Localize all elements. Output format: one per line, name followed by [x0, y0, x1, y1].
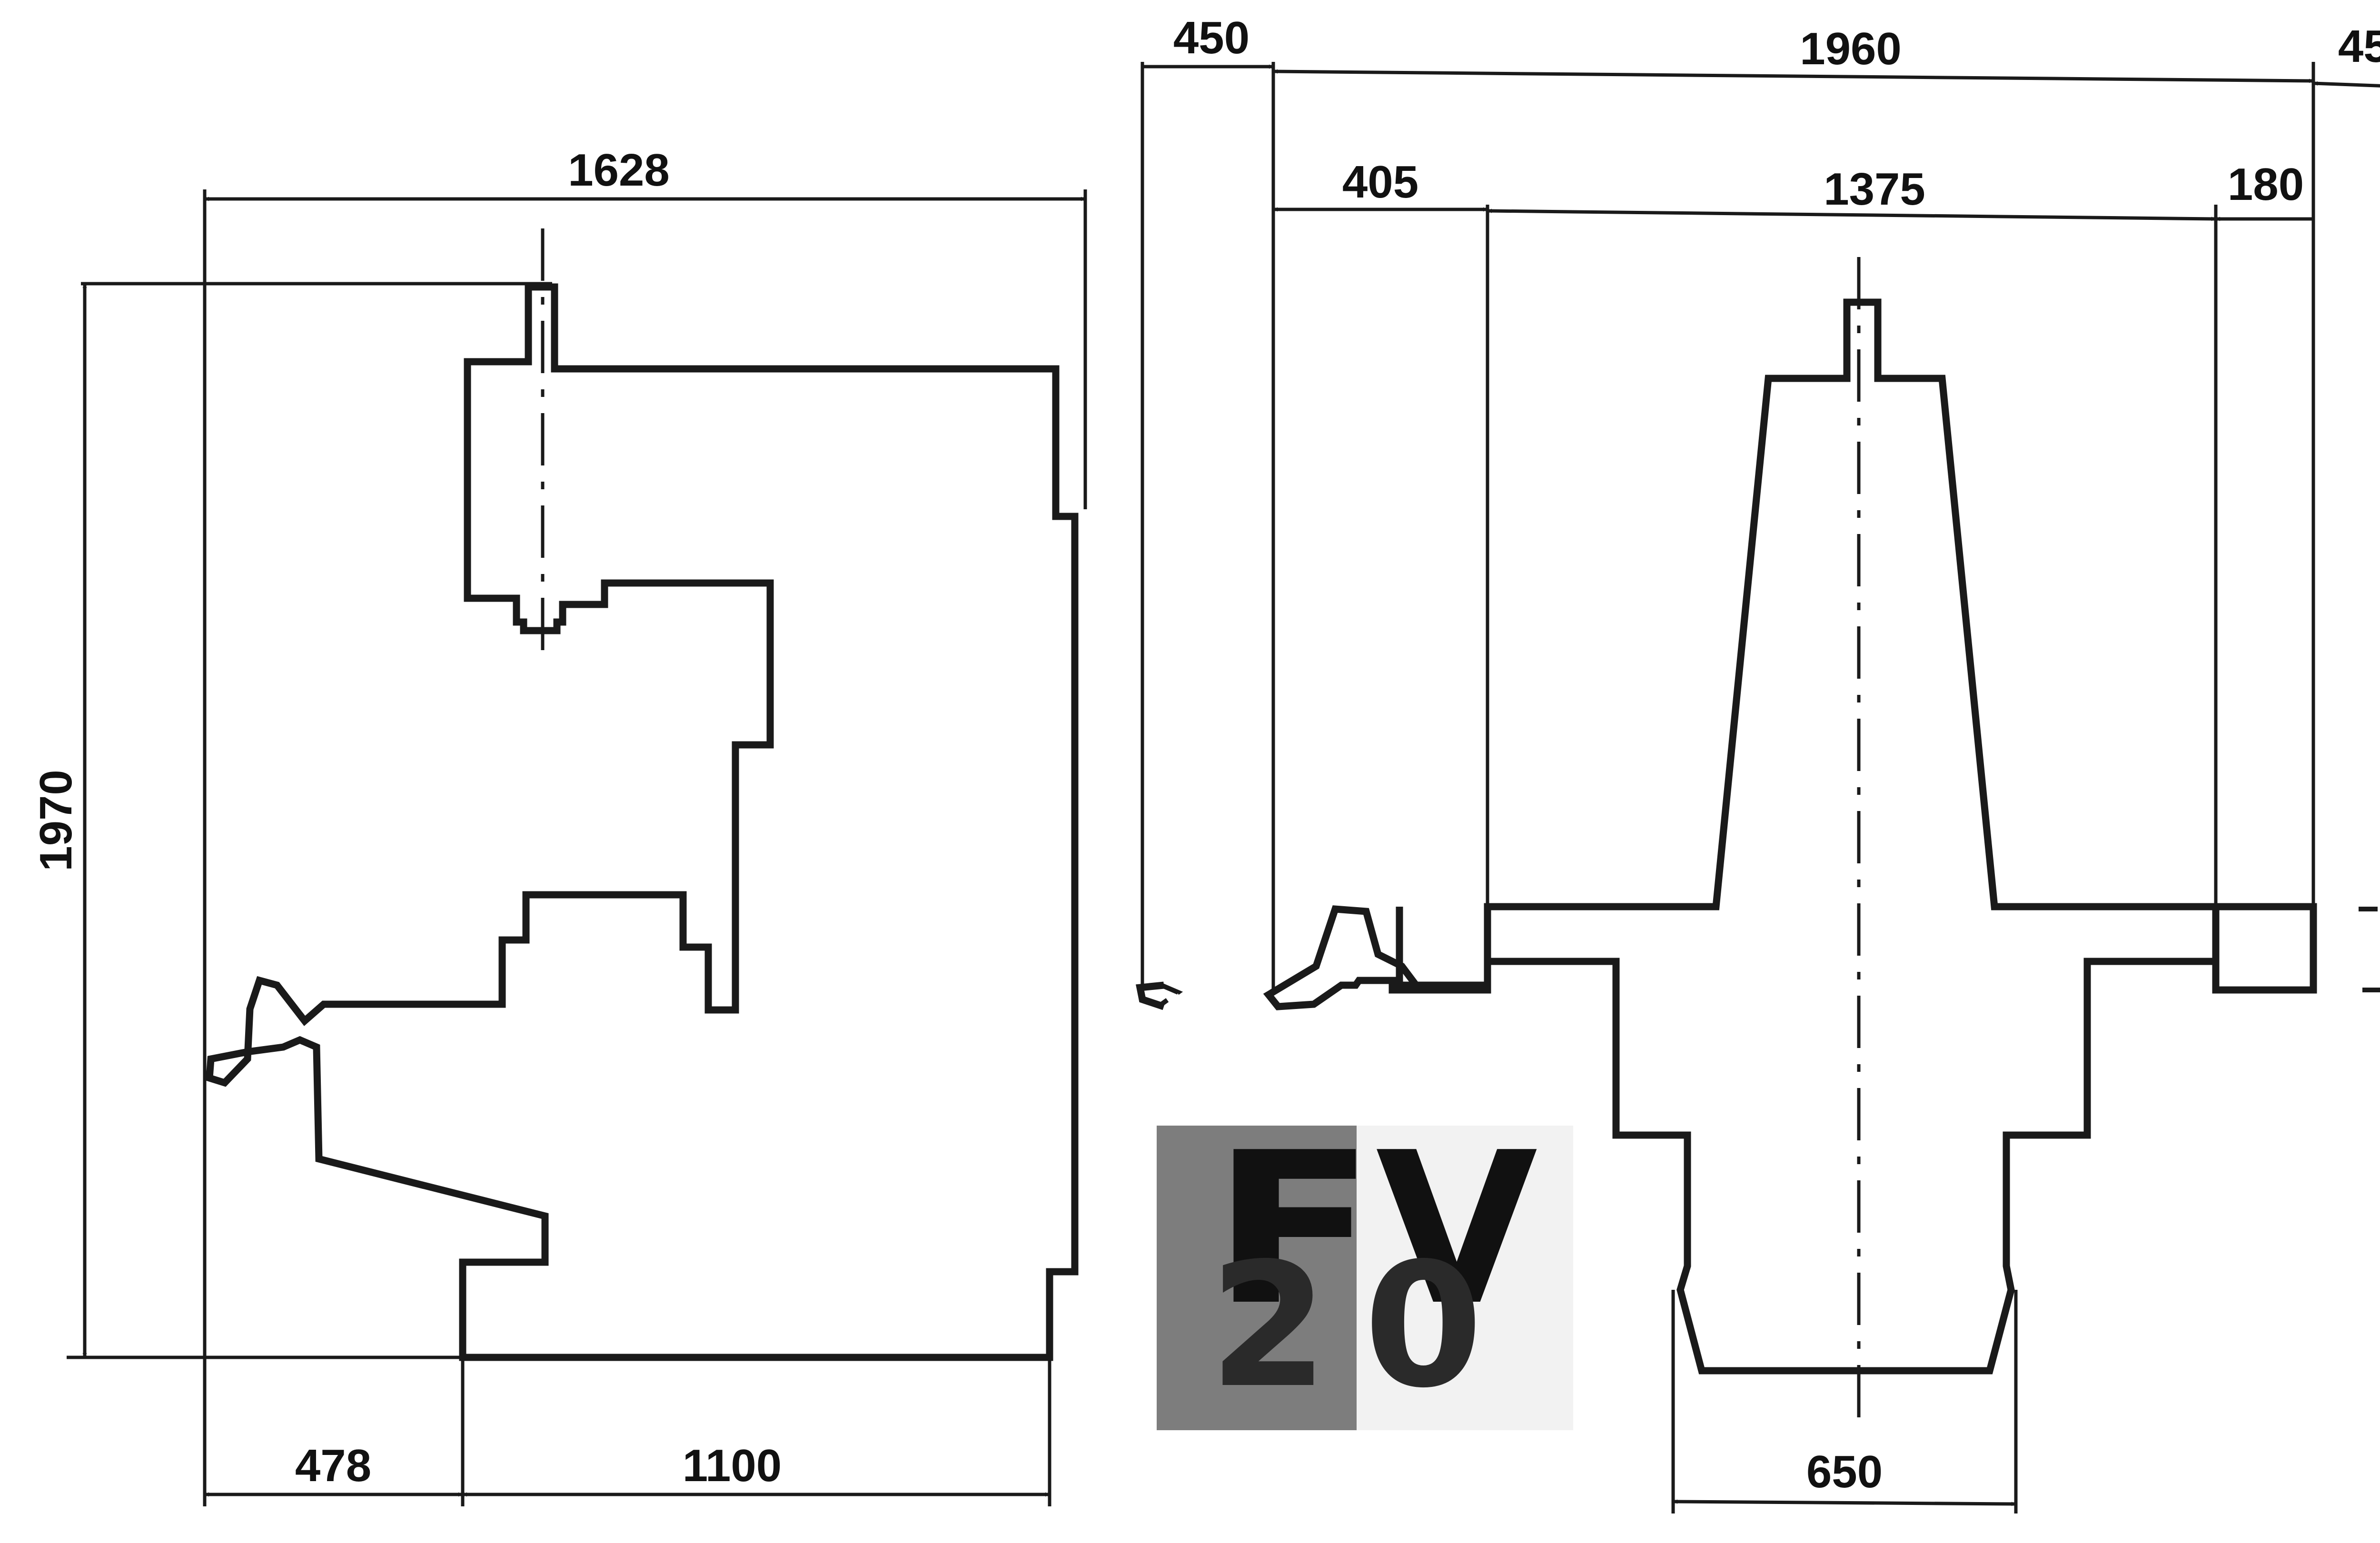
- dim-line-1375: [1487, 208, 2216, 221]
- dim-label-1100: 1100: [683, 1440, 782, 1491]
- dim-label-405: 405: [1342, 157, 1418, 208]
- front-view: 450 1960 450 405 1375 180 650: [1136, 12, 2380, 1513]
- dim-label-height: 1970: [30, 770, 81, 871]
- dim-line-1960: [1273, 69, 2314, 83]
- dim-label-180: 180: [2228, 159, 2304, 210]
- left-table-extension: [1160, 983, 1183, 1007]
- logo-letter-v: V: [1376, 1108, 1539, 1351]
- logo-dark-panel: [1157, 1126, 1357, 1430]
- right-table-extension: [2359, 907, 2380, 992]
- dim-label-width: 1628: [568, 145, 670, 196]
- side-view: 1628 1970 478 1100: [30, 145, 1087, 1506]
- logo-light-panel: [1357, 1126, 1573, 1430]
- dim-label-450-right: 450: [2338, 21, 2380, 72]
- logo-digit-2: 2: [1209, 1226, 1329, 1425]
- front-view-left-block: [1396, 907, 1488, 989]
- fv20-logo: F V 2 0: [1157, 1108, 1573, 1430]
- dim-label-450-left: 450: [1173, 12, 1250, 63]
- dim-label-478: 478: [295, 1440, 371, 1491]
- dim-label-650: 650: [1806, 1446, 1883, 1497]
- dim-label-1960: 1960: [1800, 23, 1902, 74]
- left-handle-stub: [1136, 981, 1165, 1010]
- logo-digit-0: 0: [1364, 1226, 1483, 1425]
- dim-line-650: [1673, 1499, 2016, 1506]
- logo-letter-f: F: [1211, 1108, 1376, 1351]
- dim-line-450-right: [2313, 81, 2380, 88]
- side-view-outline: [206, 283, 1079, 1361]
- dim-label-1375: 1375: [1824, 164, 1925, 215]
